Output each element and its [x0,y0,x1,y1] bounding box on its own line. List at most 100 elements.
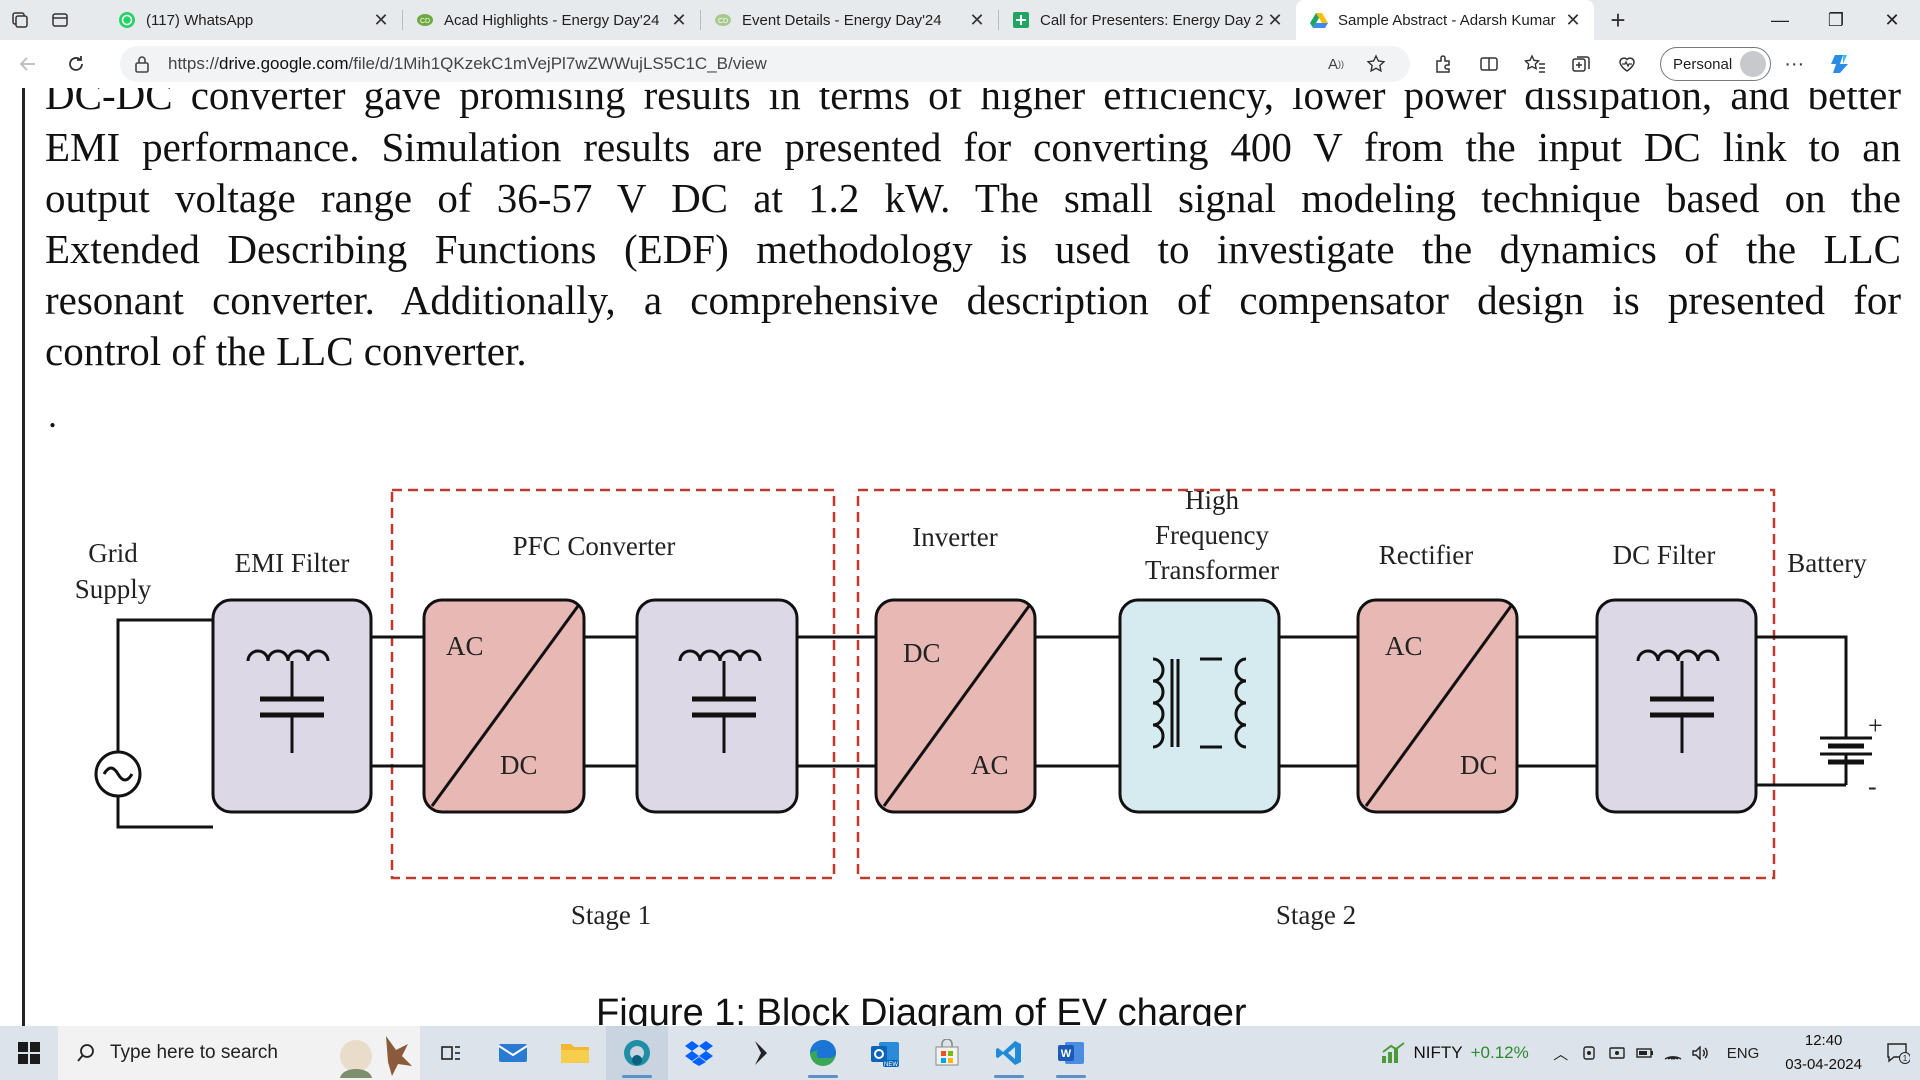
tab-strip: (117) WhatsApp ✕ CD Acad Highlights - En… [0,0,1920,40]
google-drive-icon [1310,11,1328,29]
search-highlight-icon [326,1028,416,1078]
browser-essentials-icon[interactable] [1604,44,1650,84]
favorite-star-icon[interactable] [1356,54,1396,74]
tab-title: Acad Highlights - Energy Day'24 [444,11,660,29]
minimize-icon[interactable]: — [1771,9,1789,30]
workspaces-button[interactable] [0,0,40,40]
tab-event-details[interactable]: CD Event Details - Energy Day'24 ✕ [700,0,998,40]
avatar [1740,51,1767,77]
url-path: /file/d/1Mih1QKzekC1mVejPl7wZWWujLS5C1C_… [348,54,767,73]
vscode-icon[interactable] [978,1026,1040,1080]
abstract-line: Extended Describing Functions (EDF) meth… [45,226,1901,272]
pfc-filter-block [635,598,799,814]
profile-button[interactable]: Personal [1660,47,1772,81]
windows-taskbar: Type here to search NEW W NIFTY +0.12% ︿… [0,1026,1920,1080]
edge-beta-icon[interactable] [606,1026,668,1080]
svg-text:NEW: NEW [884,1062,898,1068]
svg-text:W: W [1061,1048,1072,1060]
split-screen-icon[interactable] [1466,44,1512,84]
close-tab-icon[interactable]: ✕ [671,9,687,30]
url-text[interactable]: https://drive.google.com/file/d/1Mih1QKz… [168,54,1316,74]
close-tab-icon[interactable]: ✕ [373,9,389,30]
label-transformer: Transformer [1145,555,1279,585]
task-view-icon[interactable] [420,1026,482,1080]
tab-sample-abstract[interactable]: Sample Abstract - Adarsh Kumar ✕ [1296,0,1594,40]
tab-title: (117) WhatsApp [146,11,254,29]
rectifier-block: AC DC [1356,598,1519,814]
label-stage2: Stage 2 [1276,900,1356,930]
profile-label: Personal [1673,55,1733,73]
tab-actions-icon [52,13,68,27]
new-tab-button[interactable]: + [1610,4,1626,35]
refresh-button[interactable] [56,44,96,84]
ev-charger-block-diagram: AC DC DC AC AC DC + [75,485,1883,930]
copilot-icon[interactable] [1817,44,1863,84]
extensions-icon[interactable] [1420,44,1466,84]
notification-icon: 1 [1887,1043,1910,1064]
back-button[interactable] [8,44,48,84]
read-aloud-icon[interactable]: A)) [1327,55,1344,73]
address-bar[interactable]: https://drive.google.com/file/d/1Mih1QKz… [120,46,1410,82]
tab-call-for-presenters[interactable]: Call for Presenters: Energy Day 20 ✕ [998,0,1296,40]
label-dc-filter: DC Filter [1613,540,1716,570]
toolbar: Personal ··· [1420,44,1863,84]
label-inverter: Inverter [912,522,997,552]
wifi-icon[interactable] [1659,1026,1687,1080]
lock-icon [134,55,156,73]
battery-minus: - [1868,772,1877,801]
edge-icon[interactable] [792,1026,854,1080]
wires [116,618,1848,829]
favorites-icon[interactable] [1512,44,1558,84]
url-scheme: https:// [168,54,220,73]
close-tab-icon[interactable]: ✕ [1267,9,1283,30]
language-indicator[interactable]: ENG [1726,1044,1760,1062]
system-tray: NIFTY +0.12% ︿ ENG 12:40 03-04-2024 1 [1380,1026,1920,1080]
workspaces-icon [12,12,28,28]
store-icon[interactable] [916,1026,978,1080]
close-window-icon[interactable]: ✕ [1884,9,1900,30]
notification-center-button[interactable]: 1 [1876,1026,1920,1080]
volume-icon[interactable] [1687,1026,1715,1080]
notification-count: 1 [1903,1054,1908,1063]
rectifier-output-label: DC [1460,750,1498,780]
label-pfc-converter: PFC Converter [513,531,676,561]
abstract-line: resonant converter. Additionally, a comp… [45,277,1901,323]
meet-now-icon[interactable] [1603,1026,1631,1080]
file-explorer-icon[interactable] [544,1026,606,1080]
more-menu-icon[interactable]: ··· [1784,52,1805,75]
battery-icon: + - [1820,711,1883,801]
label-stage1: Stage 1 [571,900,651,930]
stage1-boundary [390,488,836,880]
transformer-block [1118,598,1281,814]
document-viewer[interactable]: DC-DC converter gave promising results i… [0,88,1920,1026]
outlook-icon[interactable]: NEW [854,1026,916,1080]
navigation-bar: https://drive.google.com/file/d/1Mih1QKz… [0,40,1920,88]
abstract-line: output voltage range of 36-57 V DC at 1.… [45,175,1901,221]
dropbox-icon[interactable] [668,1026,730,1080]
tab-actions-button[interactable] [40,0,80,40]
mail-icon[interactable] [482,1026,544,1080]
device-icon[interactable] [1575,1026,1603,1080]
word-icon[interactable]: W [1040,1026,1102,1080]
terminal-icon[interactable] [730,1026,792,1080]
stage2-boundary [856,488,1776,880]
label-supply: Supply [75,574,152,604]
pfc-input-label: AC [446,631,484,661]
inverter-input-label: DC [903,638,941,668]
ticker-name: NIFTY [1413,1043,1463,1062]
chart-up-icon [1381,1042,1405,1063]
tab-whatsapp[interactable]: (117) WhatsApp ✕ [104,0,402,40]
abstract-line: EMI performance. Simulation results are … [45,124,1901,170]
start-button[interactable] [0,1026,58,1080]
tab-acad-highlights[interactable]: CD Acad Highlights - Energy Day'24 ✕ [402,0,700,40]
taskbar-search[interactable]: Type here to search [58,1026,420,1080]
inverter-block: DC AC [874,598,1037,814]
battery-status-icon[interactable] [1631,1026,1659,1080]
close-tab-icon[interactable]: ✕ [969,9,985,30]
chevron-up-icon[interactable]: ︿ [1553,1045,1569,1063]
stock-ticker-widget[interactable]: NIFTY +0.12% [1380,1042,1529,1064]
restore-icon[interactable]: ❐ [1827,9,1845,30]
collections-icon[interactable] [1558,44,1604,84]
close-tab-icon[interactable]: ✕ [1565,9,1581,30]
clock[interactable]: 12:40 03-04-2024 [1785,1029,1862,1077]
